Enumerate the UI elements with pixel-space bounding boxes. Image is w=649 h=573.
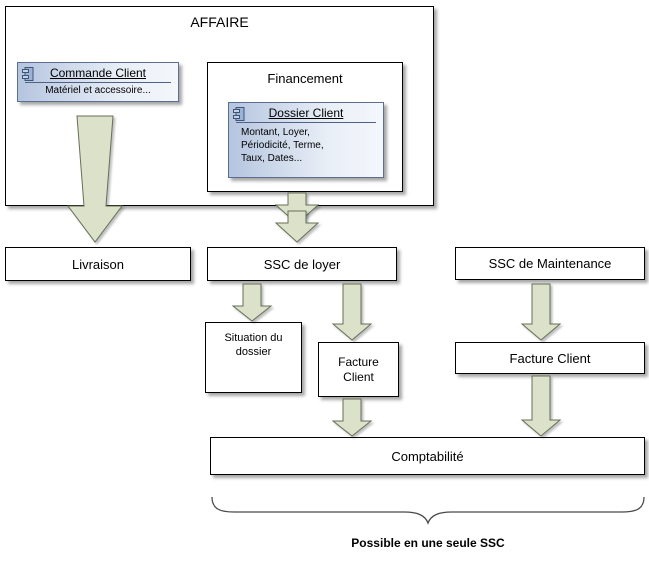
- dossier-client-body-line: Montant, Loyer,: [241, 127, 310, 138]
- dossier-client-title: Dossier Client: [268, 106, 344, 120]
- commande-client-title: Commande Client: [49, 66, 147, 80]
- financement-title: Financement: [267, 71, 343, 86]
- uml-component-icon: [22, 67, 34, 81]
- arrow-financement-to-ssc-loyer-lower: [274, 210, 320, 243]
- arrow-ssc-maintenance-to-facture: [520, 283, 562, 341]
- livraison-box: Livraison: [5, 247, 191, 281]
- component-separator: [236, 122, 376, 123]
- ssc-de-maintenance-box: SSC de Maintenance: [455, 247, 645, 280]
- commande-client-component: Commande Client Matériel et accessoire..…: [17, 62, 179, 102]
- component-separator: [25, 82, 171, 83]
- facture-client-loyer-box: Facture Client: [318, 342, 399, 397]
- annotation-label: Possible en une seule SSC: [351, 536, 505, 550]
- commande-client-body: Matériel et accessoire...: [45, 85, 151, 96]
- arrow-facture-maintenance-to-comptabilite: [520, 375, 562, 437]
- dossier-client-body-line: Périodicité, Terme,: [241, 140, 324, 151]
- affaire-title: AFFAIRE: [190, 14, 249, 30]
- situation-du-dossier-label: Situation du dossier: [224, 332, 283, 358]
- dossier-client-component: Dossier Client Montant, Loyer, Périodici…: [228, 102, 384, 178]
- dossier-client-body-line: Taux, Dates...: [241, 153, 303, 164]
- arrow-ssc-loyer-to-facture: [331, 283, 373, 341]
- arrow-facture-loyer-to-comptabilite: [331, 398, 373, 437]
- comptabilite-box: Comptabilité: [210, 437, 645, 475]
- dossier-client-body: Montant, Loyer, Périodicité, Terme, Taux…: [229, 124, 383, 165]
- situation-du-dossier-box: Situation du dossier: [205, 322, 302, 393]
- ssc-de-loyer-box: SSC de loyer: [207, 247, 397, 281]
- facture-client-maintenance-box: Facture Client: [455, 342, 645, 374]
- uml-component-icon: [233, 107, 245, 121]
- arrow-ssc-loyer-to-situation: [231, 283, 273, 322]
- grouping-brace: [211, 496, 645, 525]
